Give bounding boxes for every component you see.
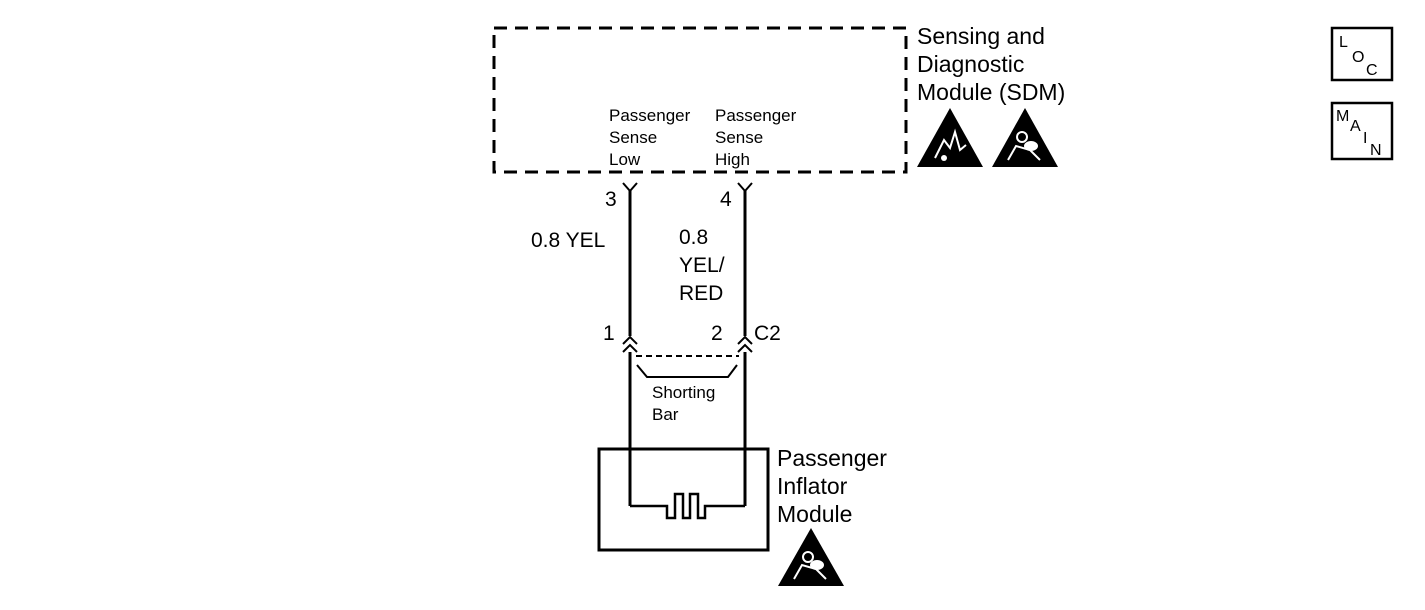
loc-legend-button[interactable]: L O C — [1330, 26, 1394, 82]
wire-yel-red-label-3: RED — [679, 282, 723, 305]
inflator-label-3: Module — [777, 501, 852, 527]
pin-high-label-3: High — [715, 150, 750, 169]
c2-pin-2-number: 2 — [711, 322, 723, 345]
shorting-bar-label-2: Bar — [652, 405, 679, 424]
sdm-pin-3-number: 3 — [605, 188, 617, 211]
main-letter-a: A — [1350, 118, 1361, 135]
sdm-pin-4-number: 4 — [720, 188, 732, 211]
c2-pin-1-terminal-upper — [622, 335, 638, 345]
shorting-bar-label-1: Shorting — [652, 383, 715, 402]
main-letter-i: I — [1363, 130, 1367, 147]
esd-warning-icon — [917, 108, 983, 167]
sdm-pin-3-terminal — [622, 182, 638, 193]
sdm-box — [492, 26, 908, 174]
airbag-warning-icon — [778, 528, 844, 586]
shorting-bar-bracket — [636, 364, 738, 378]
c2-pin-2-terminal-upper — [737, 335, 753, 345]
pin-low-label-2: Sense — [609, 128, 657, 147]
sdm-label-line-2: Diagnostic — [917, 51, 1024, 77]
pin-high-label-2: Sense — [715, 128, 763, 147]
loc-letter-c: C — [1366, 62, 1378, 79]
inflator-squib — [630, 492, 745, 520]
airbag-warning-icon — [992, 108, 1058, 167]
c2-pin-1-terminal-lower — [622, 343, 638, 353]
sdm-label-line-3: Module (SDM) — [917, 79, 1065, 105]
c2-connector-name: C2 — [754, 322, 781, 345]
wire-yel-red-label-1: 0.8 — [679, 226, 708, 249]
c2-pin-2-terminal-lower — [737, 343, 753, 353]
inflator-label-2: Inflator — [777, 473, 848, 499]
sdm-label-line-1: Sensing and — [917, 23, 1045, 49]
inflator-module-box — [597, 447, 770, 552]
pin-low-label-1: Passenger — [609, 106, 691, 125]
c2-pin-1-number: 1 — [603, 322, 615, 345]
loc-letter-l: L — [1339, 34, 1348, 51]
inflator-label-1: Passenger — [777, 445, 887, 471]
pin-low-label-3: Low — [609, 150, 641, 169]
wire-yel-label: 0.8 YEL — [531, 229, 605, 252]
sdm-pin-4-terminal — [737, 182, 753, 193]
main-letter-n: N — [1370, 142, 1382, 159]
pin-high-label-1: Passenger — [715, 106, 797, 125]
main-legend-button[interactable]: M A I N — [1330, 101, 1394, 161]
loc-letter-o: O — [1352, 49, 1364, 66]
wire-yel-red-label-2: YEL/ — [679, 254, 725, 277]
main-letter-m: M — [1336, 108, 1349, 125]
